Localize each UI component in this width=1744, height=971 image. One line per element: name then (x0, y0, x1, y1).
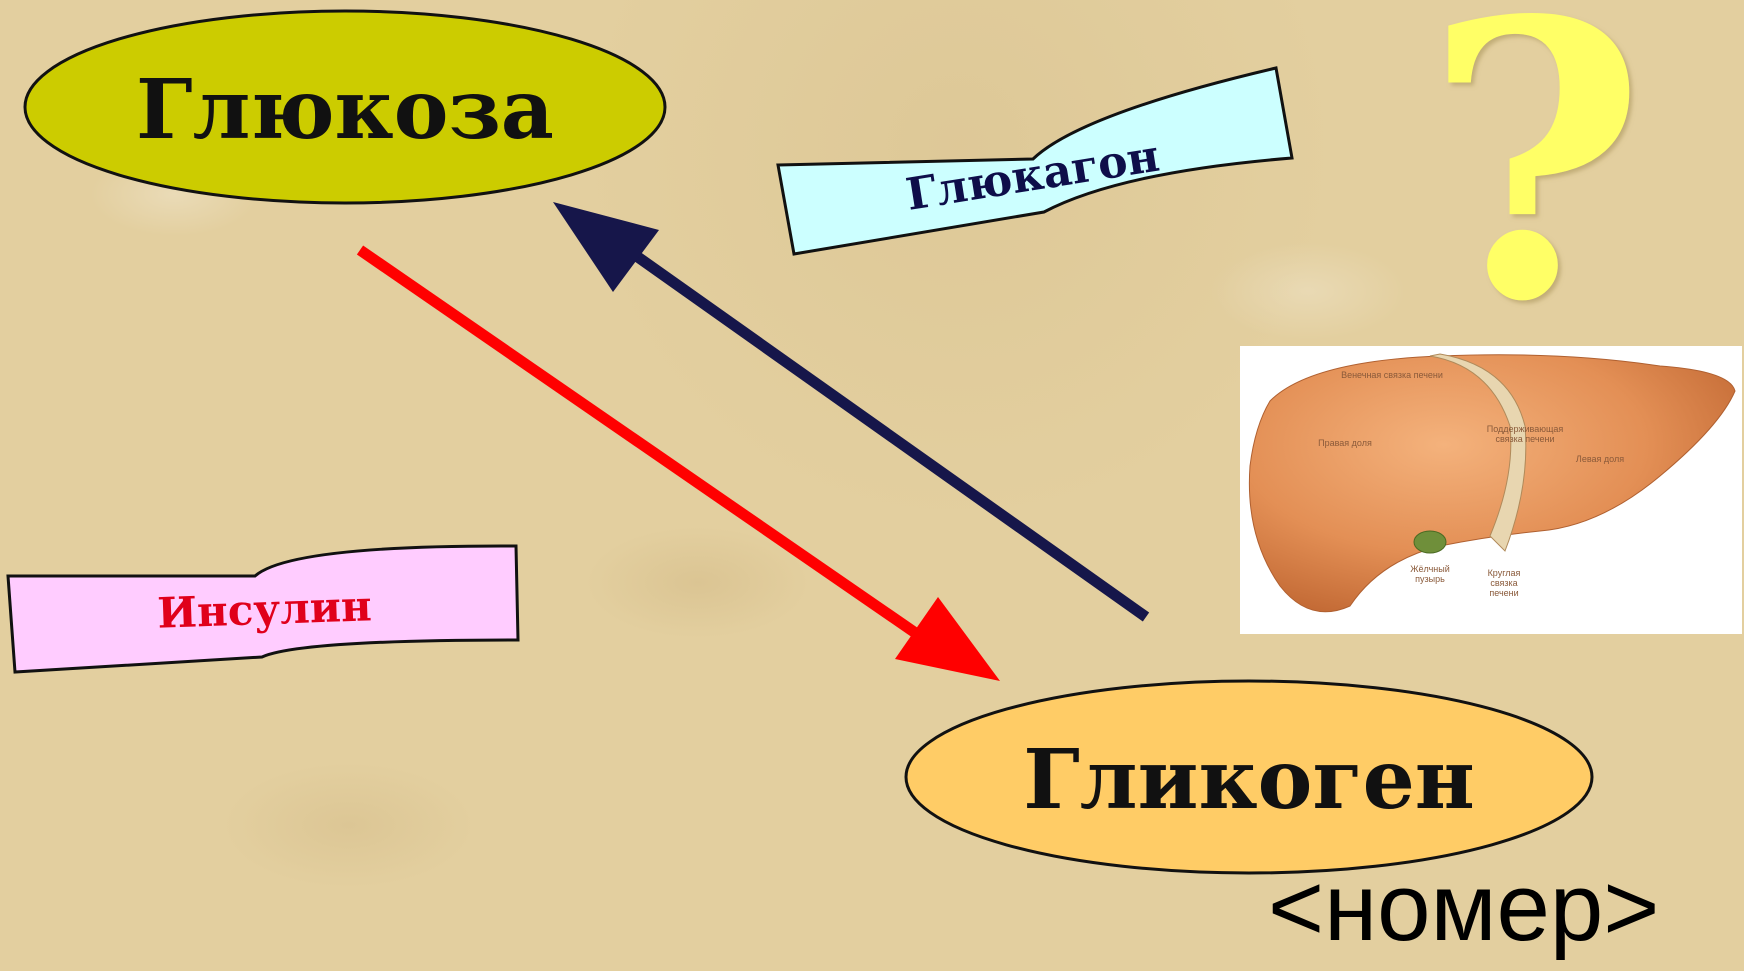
glycogen-node: Гликоген (906, 681, 1592, 873)
liver-illustration: Венечная связка печени Правая доля Подде… (1240, 346, 1742, 634)
liver-label-round-1: Круглая (1488, 568, 1521, 578)
liver-label-supporting-1: Поддерживающая (1487, 424, 1564, 434)
glucagon-arrow (553, 202, 1146, 617)
liver-label-supporting-2: связка печени (1495, 434, 1554, 444)
liver-label-coronary: Венечная связка печени (1341, 370, 1443, 380)
glucagon-ribbon: Глюкагон (778, 68, 1292, 254)
liver-drawing: Венечная связка печени Правая доля Подде… (1240, 346, 1742, 634)
liver-label-round-2: связка (1490, 578, 1517, 588)
liver-label-gallbladder-2: пузырь (1415, 574, 1445, 584)
insulin-ribbon: Инсулин (8, 546, 518, 672)
liver-label-right-lobe: Правая доля (1318, 438, 1372, 448)
liver-label-round-3: печени (1489, 588, 1518, 598)
insulin-label: Инсулин (157, 581, 373, 637)
glucose-node: Глюкоза (25, 11, 665, 203)
liver-label-left-lobe: Левая доля (1576, 454, 1624, 464)
liver-label-gallbladder-1: Жёлчный (1410, 564, 1450, 574)
question-mark: ? (1424, 0, 1647, 385)
glucose-label: Глюкоза (136, 62, 554, 158)
slide-number: <номер> (1268, 860, 1659, 956)
glycogen-label: Гликоген (1023, 732, 1475, 828)
